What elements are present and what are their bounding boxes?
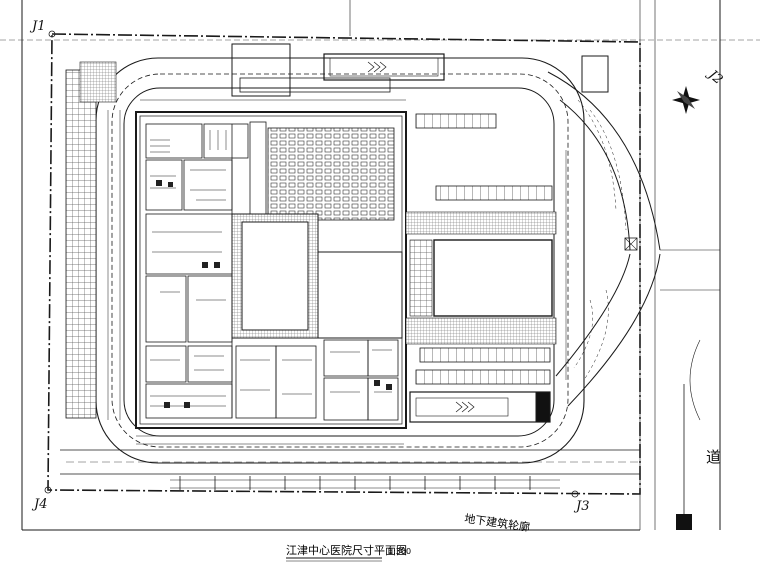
east-hatch-band-2	[405, 317, 557, 345]
east-court	[433, 239, 553, 317]
east-ramps	[547, 71, 661, 407]
axis-callout-bubbles	[44, 30, 579, 498]
road-label: 道	[706, 448, 721, 466]
north-arrow-icon	[672, 86, 700, 114]
top-entrance	[231, 43, 609, 97]
auditorium-seating	[267, 127, 395, 221]
scale-marker-square	[676, 514, 692, 530]
east-hatch-band	[405, 211, 557, 235]
southeast-block	[409, 391, 551, 423]
auditorium-stage	[249, 121, 267, 219]
bottom-road	[60, 449, 640, 489]
left-green-strip	[65, 69, 97, 419]
top-left-green	[79, 61, 117, 103]
courtyard-inner	[241, 221, 309, 331]
right-road	[660, 249, 720, 421]
bottom-bollards	[179, 476, 531, 490]
drawing-caption: 江津中心医院尺寸平面图	[286, 543, 407, 557]
underground-outline-label: 地下建筑轮廓	[464, 511, 531, 534]
site-boundary	[47, 33, 641, 495]
west-wing-rooms	[145, 123, 249, 419]
axis-label-j2: J2	[703, 66, 725, 88]
dimension-lines	[107, 99, 567, 445]
axis-label-j4: J4	[31, 497, 47, 512]
south-wing-rooms	[235, 339, 399, 421]
west-details	[150, 130, 392, 407]
axis-label-j3: J3	[573, 499, 589, 514]
central-hall	[317, 251, 403, 339]
west-fixtures	[156, 180, 392, 408]
east-parking-rows	[415, 113, 553, 385]
axis-label-j1: J1	[29, 19, 45, 34]
east-court-left	[409, 239, 433, 317]
drawing-scale: 1:300	[388, 547, 411, 556]
